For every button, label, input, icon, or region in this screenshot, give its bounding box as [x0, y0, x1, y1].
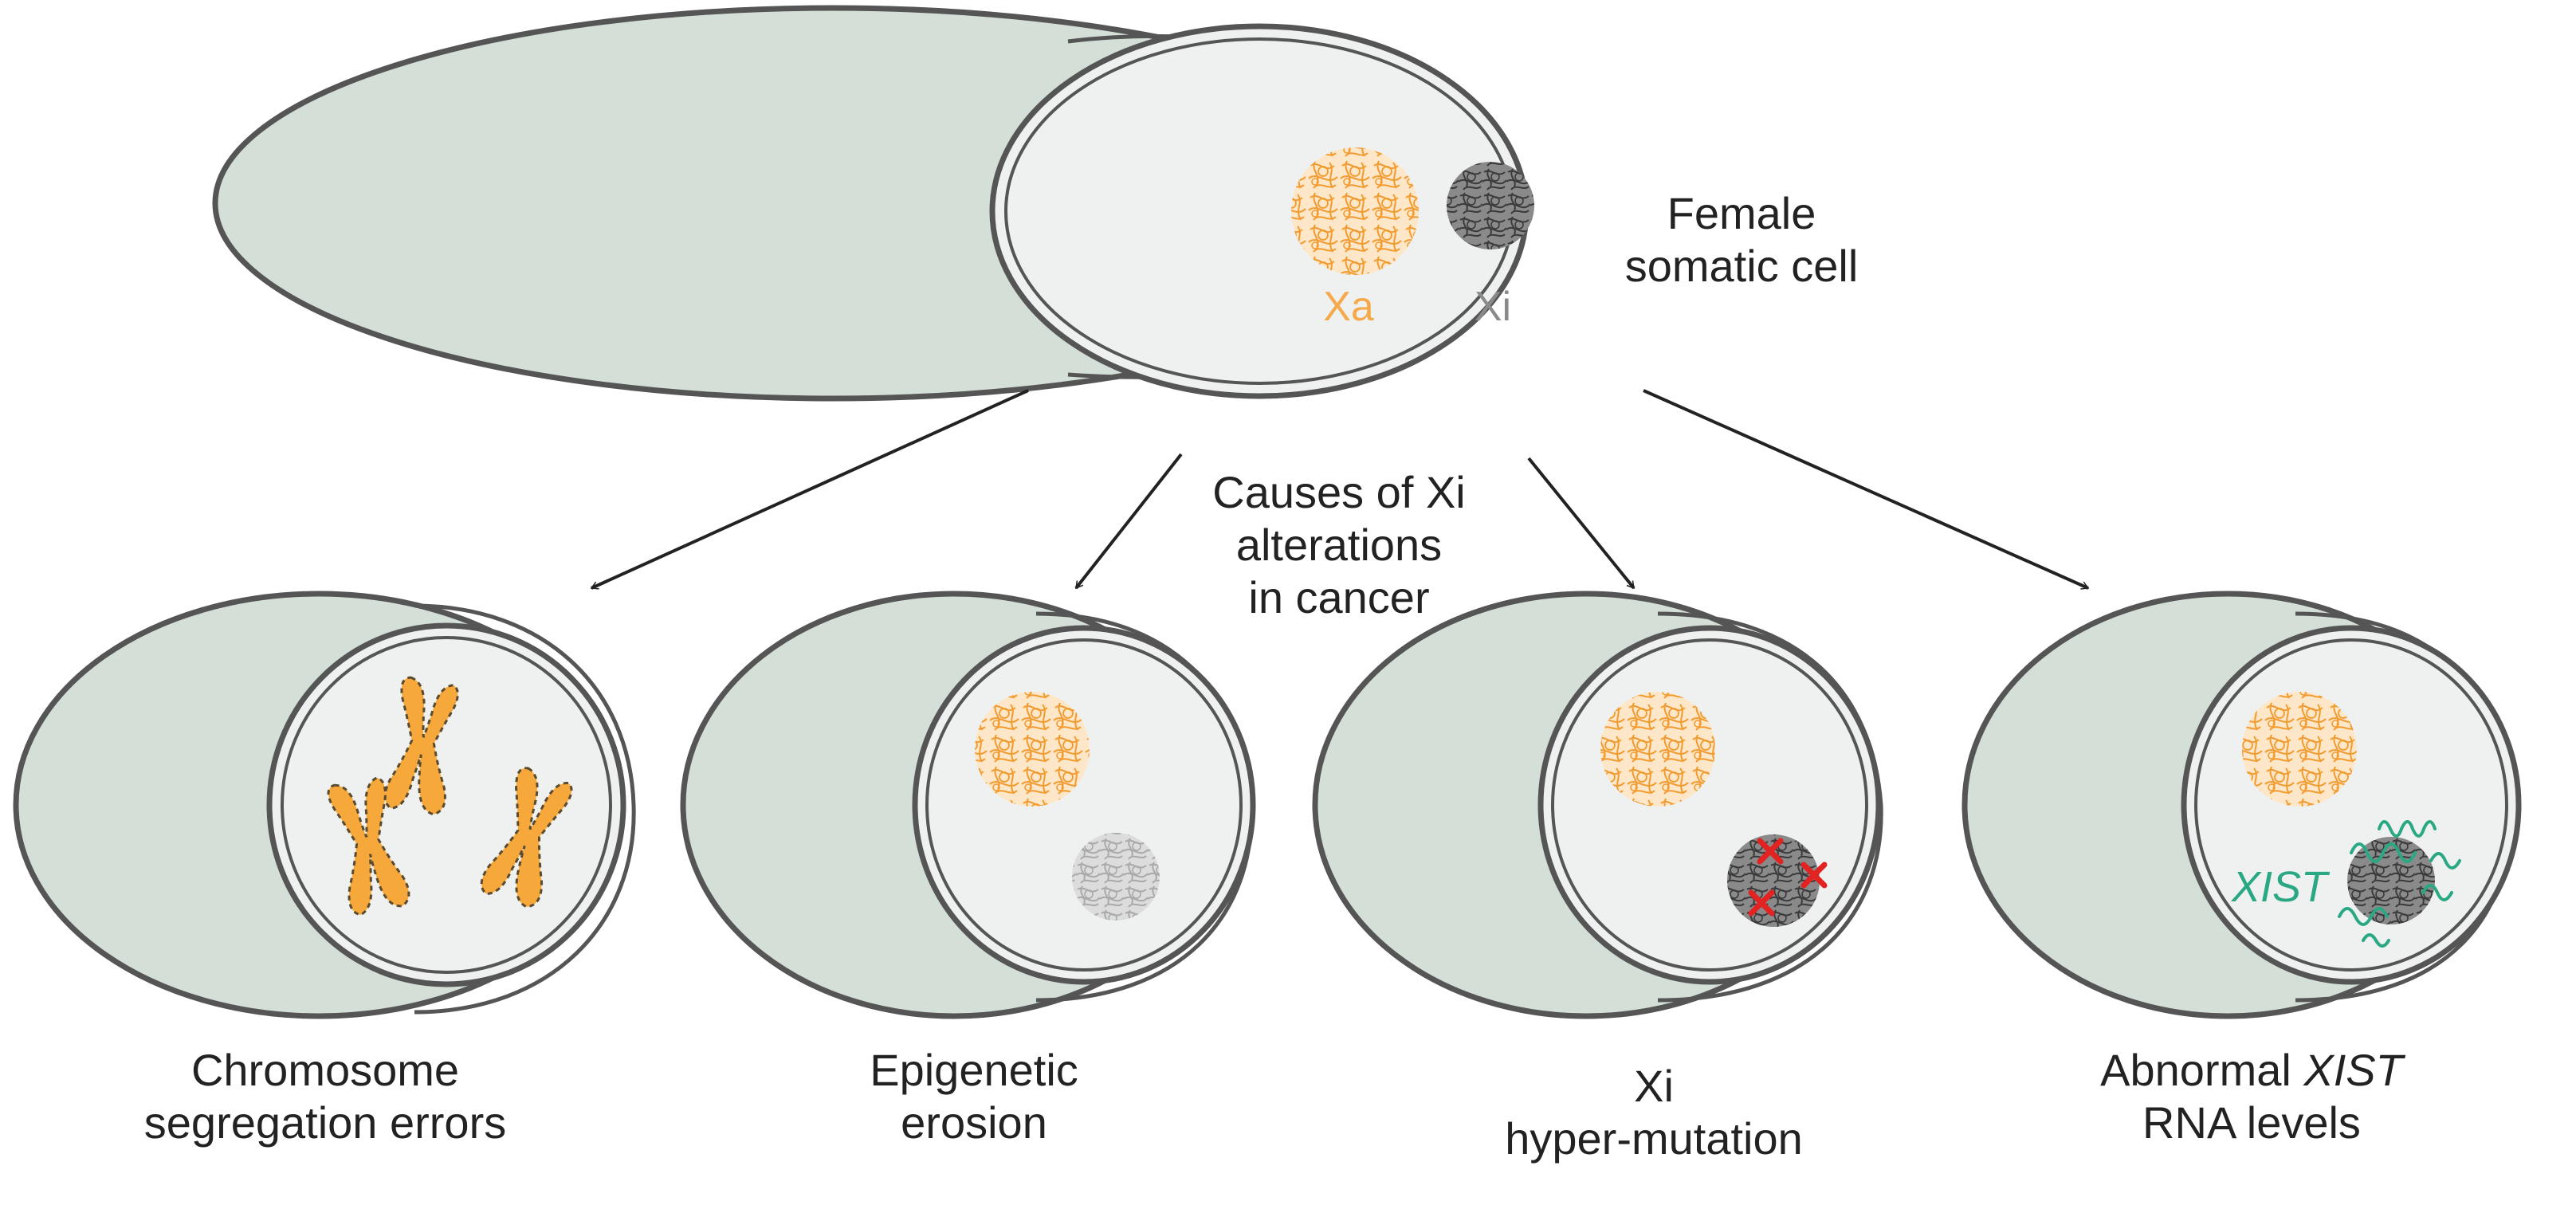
arrow-to-epigenetic-erosion — [1074, 453, 1183, 590]
top-cell-label-line1: Female — [1667, 188, 1816, 238]
active-x-chromatin — [2242, 692, 2357, 807]
center-caption-line3: in cancer — [1248, 572, 1430, 622]
arrow-to-abnormal-xist — [1643, 389, 2090, 590]
outcome-label-prefix: Abnormal — [2100, 1045, 2304, 1095]
top-cell-label: Female somatic cell — [1625, 187, 1859, 292]
xist-label: XIST — [2232, 863, 2328, 911]
cell-segregation-errors — [13, 591, 636, 1019]
arrow-to-segregation-errors — [590, 389, 1029, 590]
eroded-chromatin-icon — [1072, 833, 1160, 920]
mutation-cross-icon — [1748, 838, 1828, 917]
xist-rna-icon — [2338, 820, 2461, 948]
outcome-label-line2: erosion — [901, 1097, 1047, 1148]
outcome-label-segregation: Chromosome segregation errors — [144, 1044, 506, 1149]
outcome-label-line2: hyper-mutation — [1505, 1113, 1803, 1164]
inactive-x-chromatin — [1727, 834, 1820, 927]
inactive-x-chromatin — [2347, 837, 2435, 924]
cell-hyper-mutation — [1312, 591, 1883, 1019]
cell-epigenetic-erosion — [680, 591, 1256, 1019]
cell-abnormal-xist — [1961, 591, 2522, 1019]
top-somatic-cell — [212, 5, 1534, 402]
outcome-label-hyper-mutation: Xi hyper-mutation — [1505, 1060, 1803, 1165]
active-x-chromatin — [975, 692, 1090, 807]
center-caption-line2: alterations — [1235, 520, 1443, 570]
outcome-label-xist: Abnormal XIST RNA levels — [2100, 1044, 2403, 1149]
outcome-label-line1: Epigenetic — [870, 1045, 1078, 1095]
outcome-label-line1: Abnormal XIST — [2100, 1044, 2403, 1097]
active-x-chromatin — [1600, 692, 1715, 807]
center-caption-line1: Causes of Xi — [1212, 467, 1466, 517]
top-cell-nuclear-envelope — [989, 23, 1530, 399]
outcome-label-line2: RNA levels — [2142, 1097, 2361, 1148]
xa-label: Xa — [1323, 284, 1374, 330]
outcome-label-line1: Xi — [1634, 1061, 1674, 1111]
outcome-label-line1: Chromosome — [190, 1045, 460, 1095]
outcome-label-erosion: Epigenetic erosion — [870, 1044, 1078, 1149]
xi-label: Xi — [1474, 284, 1512, 330]
top-cell-label-line2: somatic cell — [1624, 241, 1859, 291]
top-inactive-x-chromatin — [1447, 162, 1534, 249]
arrow-to-hyper-mutation — [1527, 457, 1636, 590]
center-caption: Causes of Xi alterations in cancer — [1212, 466, 1466, 624]
outcome-label-xist-italic: XIST — [2303, 1045, 2403, 1095]
outcome-label-line2: segregation errors — [143, 1097, 507, 1148]
cause-arrows — [590, 389, 2090, 590]
top-active-x-chromatin — [1291, 147, 1419, 275]
